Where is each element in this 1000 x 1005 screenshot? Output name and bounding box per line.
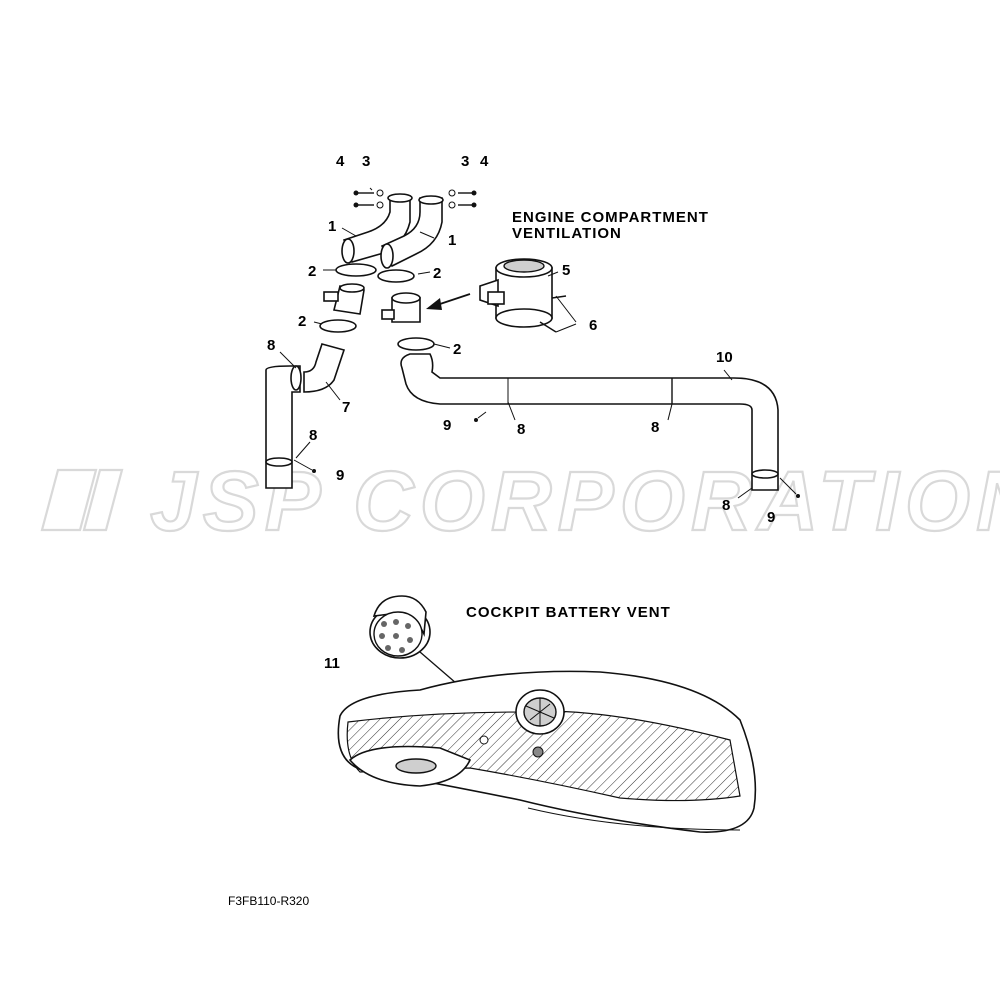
callout-1-left: 1 (328, 218, 336, 235)
callout-7: 7 (342, 399, 350, 416)
deck-fan-vent (515, 689, 565, 735)
leader-lines (279, 187, 753, 499)
callout-2-c: 2 (298, 313, 306, 330)
callout-9-c: 9 (767, 509, 775, 526)
blower-fan (479, 258, 567, 333)
ring-2 (377, 269, 415, 283)
callout-8-d: 8 (651, 419, 659, 436)
assembly-arrow (426, 293, 471, 310)
callout-10: 10 (716, 349, 733, 366)
figure-code: F3FB110-R320 (228, 894, 309, 908)
engine-title-line2: VENTILATION (512, 225, 622, 242)
callout-3-right: 3 (461, 153, 469, 170)
vent-elbow-right (380, 195, 444, 269)
engine-title-line1: ENGINE COMPARTMENT (512, 209, 709, 226)
ring-4 (397, 337, 435, 351)
callout-8-b: 8 (309, 427, 317, 444)
watermark: JSP CORPORATION (40, 453, 1000, 549)
callout-11: 11 (324, 655, 340, 672)
callouts: 4 3 3 4 1 1 2 2 2 2 5 6 7 8 8 8 8 8 9 9 … (267, 153, 775, 672)
screws-left (353, 189, 384, 209)
callout-1-right: 1 (448, 232, 456, 249)
callout-3-left: 3 (362, 153, 370, 170)
callout-9-b: 9 (443, 417, 451, 434)
callout-9-a: 9 (336, 467, 344, 484)
connector-left (323, 283, 365, 315)
callout-8-e: 8 (722, 497, 730, 514)
duct-long (400, 353, 779, 491)
watercraft-deck (337, 670, 757, 833)
clamp-screws (293, 411, 800, 498)
ring-3 (319, 319, 357, 333)
connector-right (381, 292, 421, 323)
callout-4-right: 4 (480, 153, 489, 170)
vent-cap (369, 595, 537, 753)
callout-2-a: 2 (308, 263, 316, 280)
callout-6: 6 (589, 317, 597, 334)
callout-4-left: 4 (336, 153, 345, 170)
callout-5: 5 (562, 262, 570, 279)
cockpit-title: COCKPIT BATTERY VENT (466, 604, 671, 621)
callout-2-d: 2 (453, 341, 461, 358)
screws-right (448, 189, 477, 209)
callout-8-a: 8 (267, 337, 275, 354)
ring-1 (335, 263, 377, 277)
callout-8-c: 8 (517, 421, 525, 438)
callout-2-b: 2 (433, 265, 441, 282)
duct-left (265, 343, 346, 489)
